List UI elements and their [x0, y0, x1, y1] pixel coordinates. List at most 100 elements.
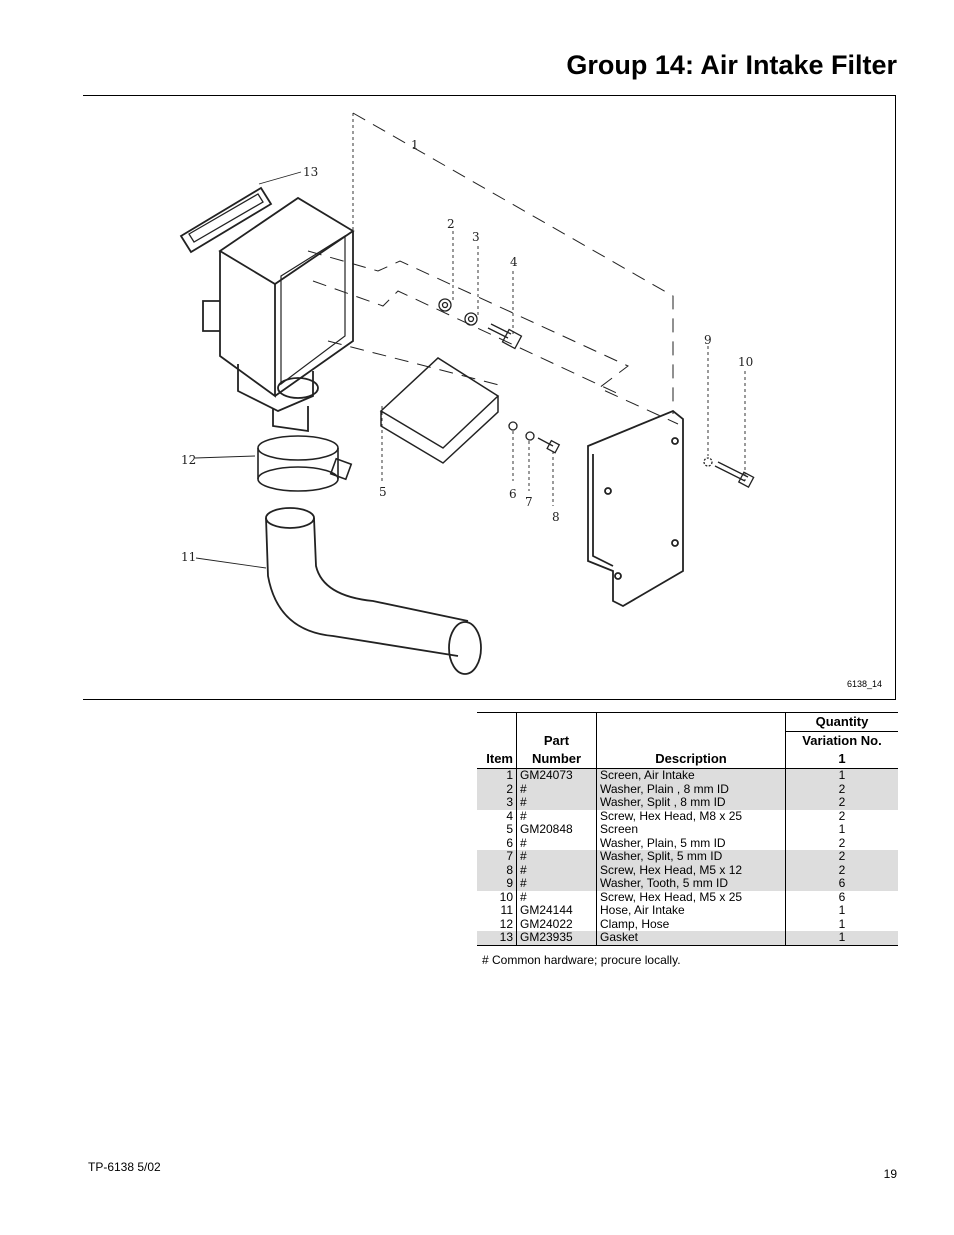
- item-cell: 1: [477, 768, 517, 783]
- description-cell: Clamp, Hose: [596, 917, 786, 931]
- description-cell: Washer, Tooth, 5 mm ID: [596, 876, 786, 891]
- qty-cell: 2: [838, 835, 846, 850]
- table-row: 2 # Washer, Plain , 8 mm ID 2: [477, 782, 898, 796]
- page-number: 19: [883, 1167, 897, 1181]
- table-row: 7 # Washer, Split, 5 mm ID 2: [477, 849, 898, 864]
- part-cell: GM24022: [516, 917, 597, 931]
- callout-label: 10: [738, 355, 753, 369]
- callout-label: 4: [510, 255, 518, 269]
- item-header: Item: [477, 750, 517, 769]
- callout-label: 12: [181, 453, 196, 467]
- table-row: 5 GM20848 Screen 1: [477, 822, 898, 837]
- part-cell: GM24144: [516, 903, 597, 918]
- part-cell: #: [516, 795, 597, 810]
- filter-housing-part: [202, 196, 355, 433]
- description-cell: Gasket: [596, 930, 786, 946]
- table-row: 3 # Washer, Split , 8 mm ID 2: [477, 795, 898, 810]
- description-cell: Screw, Hex Head, M5 x 12: [596, 863, 786, 877]
- qty-cell: 1: [838, 916, 846, 931]
- qty-cell: 2: [785, 849, 898, 864]
- part-cell: #: [516, 849, 597, 864]
- part-cell: GM23935: [516, 930, 597, 946]
- figure-id: 6138_14: [846, 679, 882, 689]
- part-cell: GM24073: [516, 768, 597, 783]
- assembly-line: [352, 112, 674, 414]
- table-row: 9 # Washer, Tooth, 5 mm ID 6: [477, 876, 898, 891]
- assembly-line: [327, 340, 504, 387]
- part-cell: #: [516, 809, 597, 823]
- parts-list-table: Quantity Part Variation No. Item Number …: [477, 712, 898, 946]
- document-code: TP-6138 5/02: [88, 1160, 161, 1174]
- part-cell: #: [516, 782, 597, 796]
- part-cell: #: [516, 863, 597, 877]
- item-cell: 6: [477, 836, 517, 850]
- variation-number-header: 1: [785, 750, 898, 769]
- item-cell: 13: [477, 930, 517, 946]
- table-row: 10 # Screw, Hex Head, M5 x 25 6: [477, 889, 898, 904]
- footnote: # Common hardware; procure locally.: [482, 953, 681, 967]
- qty-cell: 1: [785, 768, 898, 783]
- page-title: Group 14: Air Intake Filter: [566, 50, 897, 80]
- hose-clamp-part: [257, 435, 353, 492]
- part-cell: #: [516, 836, 597, 850]
- assembly-line: [307, 250, 679, 425]
- item-cell: 8: [477, 863, 517, 877]
- qty-cell: 2: [785, 795, 898, 810]
- part-number-header: Number: [516, 750, 597, 769]
- qty-header: Quantity: [785, 712, 898, 732]
- description-cell: Hose, Air Intake: [596, 903, 786, 918]
- part-cell: #: [516, 876, 597, 891]
- variation-header: Variation No.: [802, 733, 882, 748]
- item-cell: 7: [477, 849, 517, 864]
- washer-part: [438, 298, 452, 312]
- table-row: 12 GM24022 Clamp, Hose 1: [477, 916, 898, 931]
- qty-cell: 1: [838, 822, 846, 836]
- exploded-parts-diagram: 1 2 3 4 5 6 7 8 9 10 11 12 13 6138_14: [83, 95, 896, 700]
- qty-cell: 2: [838, 808, 846, 823]
- table-row: 13 GM23935 Gasket 1: [477, 930, 898, 946]
- table-row: 1 GM24073 Screen, Air Intake 1: [477, 768, 898, 783]
- callout-label: 3: [472, 230, 480, 244]
- qty-cell: 2: [785, 782, 898, 796]
- part-cell: GM20848: [516, 822, 597, 837]
- callout-label: 9: [704, 333, 712, 347]
- item-cell: 12: [477, 917, 517, 931]
- description-cell: Washer, Split , 8 mm ID: [596, 795, 786, 810]
- description-header: Description: [596, 750, 786, 769]
- callout-label: 13: [303, 165, 318, 179]
- part-number-header: Part: [516, 731, 597, 750]
- callout-label: 6: [509, 487, 517, 501]
- air-intake-filter-drawing: 1 2 3 4 5 6 7 8 9 10 11 12 13: [179, 112, 755, 675]
- qty-cell: 6: [785, 876, 898, 891]
- table-row: 11 GM24144 Hose, Air Intake 1: [477, 903, 898, 918]
- description-cell: Screen: [596, 822, 786, 837]
- description-cell: Screw, Hex Head, M5 x 25: [596, 890, 786, 904]
- qty-cell: 6: [838, 889, 846, 904]
- table-row: 8 # Screw, Hex Head, M5 x 12 2: [477, 863, 898, 877]
- description-cell: Screen, Air Intake: [596, 768, 786, 783]
- screen-part: [379, 357, 500, 464]
- item-cell: 9: [477, 876, 517, 891]
- table-row: 4 # Screw, Hex Head, M8 x 25 2: [477, 808, 898, 823]
- part-cell: #: [516, 890, 597, 904]
- table-row: 6 # Washer, Plain, 5 mm ID 2: [477, 835, 898, 850]
- intake-hose-part: [265, 507, 482, 675]
- description-cell: Washer, Plain , 8 mm ID: [596, 782, 786, 796]
- split-washer-part: [464, 312, 478, 326]
- item-cell: 2: [477, 782, 517, 796]
- description-cell: Washer, Split, 5 mm ID: [596, 849, 786, 864]
- description-cell: Screw, Hex Head, M8 x 25: [596, 809, 786, 823]
- callout-label: 1: [411, 138, 419, 152]
- hex-screw-part: [714, 461, 755, 488]
- callout-label: 8: [552, 510, 560, 524]
- callout-label: 11: [181, 550, 196, 564]
- callout-label: 2: [447, 217, 455, 231]
- callout-label: 5: [379, 485, 387, 499]
- item-cell: 11: [477, 903, 517, 918]
- hex-screw-part: [487, 323, 523, 350]
- item-cell: 5: [477, 822, 517, 837]
- callout-label: 7: [525, 495, 533, 509]
- description-cell: Washer, Plain, 5 mm ID: [596, 836, 786, 850]
- item-cell: 10: [477, 890, 517, 904]
- gasket-part: [179, 186, 273, 254]
